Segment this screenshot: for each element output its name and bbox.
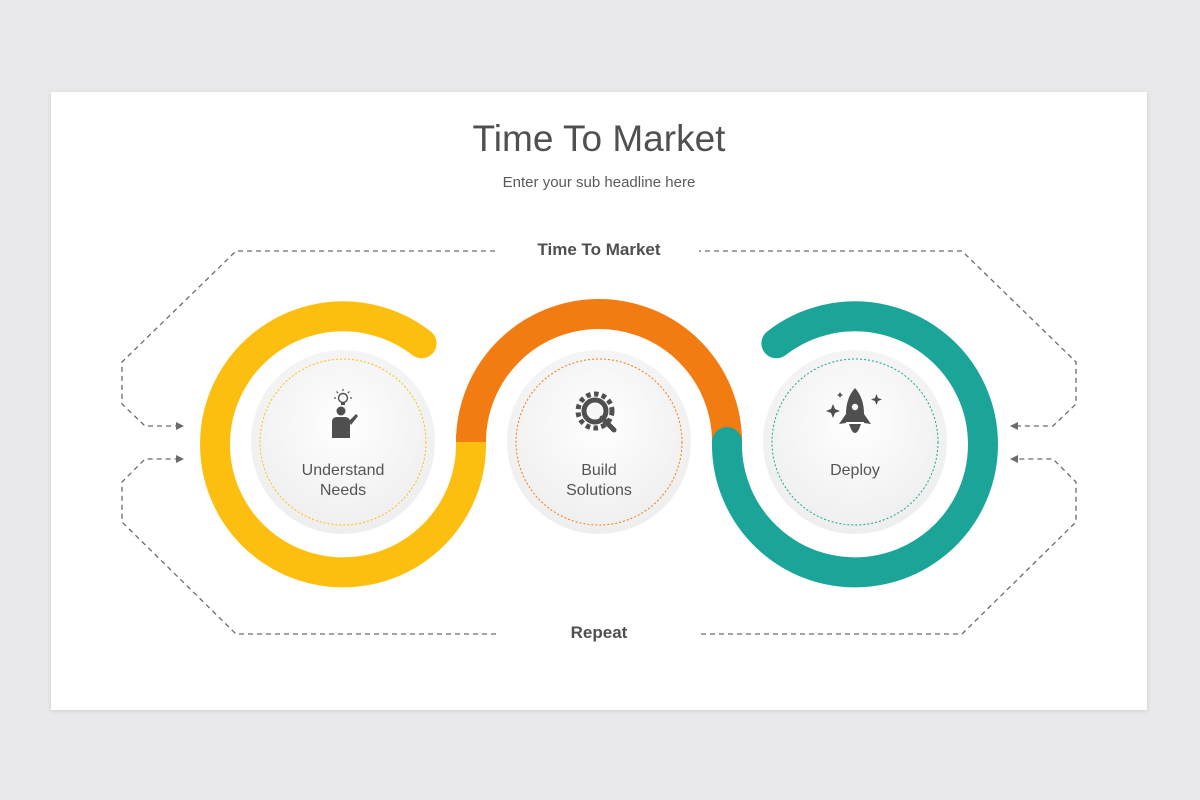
rocket-icon bbox=[826, 388, 882, 433]
page-title: Time To Market bbox=[472, 118, 726, 159]
frame-top-label: Time To Market bbox=[499, 240, 699, 260]
ring-deploy bbox=[711, 301, 998, 588]
process-diagram bbox=[121, 250, 1077, 635]
disc-understand bbox=[251, 350, 435, 534]
frame-top-right-line bbox=[687, 250, 1077, 430]
gear-magnifier-icon bbox=[575, 391, 617, 433]
step-build-label: Build Solutions bbox=[519, 461, 679, 501]
idea-person-icon bbox=[332, 389, 358, 438]
disc-build bbox=[507, 350, 691, 534]
frame-bottom-label: Repeat bbox=[499, 623, 699, 643]
frame-bottom-right-line bbox=[656, 455, 1077, 635]
slide: Time To Market Enter your sub headline h… bbox=[51, 92, 1147, 710]
ring-understand bbox=[200, 301, 487, 588]
step-deploy-line1: Deploy bbox=[830, 462, 880, 479]
step-understand-line2: Needs bbox=[319, 482, 367, 499]
step-build-line2: Solutions bbox=[566, 482, 632, 499]
step-understand-label: Understand Needs bbox=[263, 461, 423, 501]
page-subtitle: Enter your sub headline here bbox=[502, 174, 696, 191]
dashed-frame bbox=[121, 250, 1077, 635]
disc-deploy bbox=[763, 350, 947, 534]
frame-top-left-line bbox=[121, 250, 513, 430]
step-build-line1: Build bbox=[581, 462, 617, 479]
step-deploy-label: Deploy bbox=[775, 461, 935, 481]
frame-bottom-left-line bbox=[121, 455, 541, 635]
step-understand-line1: Understand bbox=[301, 462, 385, 479]
